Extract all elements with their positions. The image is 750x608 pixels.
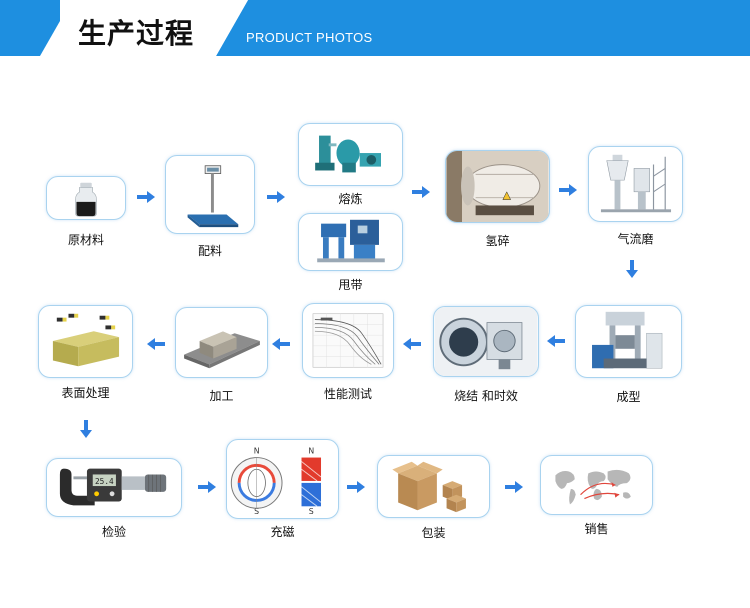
step-packaging-label: 包装 xyxy=(421,526,446,540)
arrow-left-icon xyxy=(272,338,290,350)
step-sales-image xyxy=(540,455,653,515)
jet-mill-icon xyxy=(600,154,672,213)
south-pole-label-left: S xyxy=(254,507,259,516)
step-smelting-image xyxy=(298,123,403,186)
test-curve-chart-icon xyxy=(312,313,384,368)
page-subtitle: PRODUCT PHOTOS xyxy=(246,30,373,45)
micrometer-icon: 25.4 xyxy=(59,468,167,506)
arrow-left-icon xyxy=(547,335,565,347)
step-forming-label: 成型 xyxy=(616,390,641,404)
step-batching-image xyxy=(165,155,255,234)
arrow-down-icon xyxy=(626,260,638,278)
step-sintering-aging-image xyxy=(433,306,539,377)
step-magnetizing-image: N S N S xyxy=(226,439,339,519)
platform-scale-icon xyxy=(187,165,239,228)
strip-casting-machine-icon xyxy=(317,219,385,263)
vacuum-sintering-furnace-icon xyxy=(434,307,538,376)
step-magnetizing-label: 充磁 xyxy=(270,525,295,539)
north-pole-label-left: N xyxy=(254,447,260,456)
arrow-right-icon xyxy=(198,481,216,493)
step-strip-casting-label: 甩带 xyxy=(338,278,363,292)
svg-text:25.4: 25.4 xyxy=(95,477,114,486)
step-inspection-label: 检验 xyxy=(101,525,126,539)
step-jet-milling-label: 气流磨 xyxy=(617,232,654,246)
smelting-furnace-icon xyxy=(315,135,381,173)
step-sales-label: 销售 xyxy=(584,522,609,536)
arrow-left-icon xyxy=(403,338,421,350)
step-surface-treatment-image xyxy=(38,305,133,378)
step-sintering-aging-label: 烧结 和时效 xyxy=(454,389,518,403)
arrow-right-icon xyxy=(347,481,365,493)
hydrogen-furnace-icon xyxy=(446,151,549,222)
step-packaging-image xyxy=(377,455,490,518)
page-title: 生产过程 xyxy=(78,17,195,50)
step-performance-testing-label: 性能测试 xyxy=(323,387,372,401)
arrow-right-icon xyxy=(505,481,523,493)
south-pole-label-right: S xyxy=(309,507,314,516)
step-hydrogen-decrepitation-image xyxy=(445,150,550,223)
page-header: 生产过程 PRODUCT PHOTOS xyxy=(0,0,750,56)
step-jet-milling-image xyxy=(588,146,683,222)
step-raw-material-image xyxy=(46,176,126,220)
arrow-right-icon xyxy=(267,191,285,203)
step-surface-treatment-label: 表面处理 xyxy=(61,386,110,400)
step-machining-image xyxy=(175,307,268,378)
step-inspection-image: 25.4 xyxy=(46,458,182,517)
header-title-panel xyxy=(40,0,248,56)
step-smelting-label: 熔炼 xyxy=(338,192,363,206)
header-banner xyxy=(216,0,750,56)
press-machine-icon xyxy=(592,311,663,369)
north-pole-label-right: N xyxy=(308,447,314,456)
world-map-icon xyxy=(555,469,631,505)
step-machining-label: 加工 xyxy=(209,389,234,403)
arrow-right-icon xyxy=(137,191,155,203)
jar-of-powder-icon xyxy=(75,182,97,217)
magnet-poles-icon: N S N S xyxy=(230,447,322,516)
step-performance-testing-image xyxy=(302,303,394,378)
step-forming-image xyxy=(575,305,682,378)
step-raw-material-label: 原材料 xyxy=(67,233,104,247)
step-batching-label: 配料 xyxy=(197,244,222,258)
arrow-right-icon xyxy=(559,184,577,196)
machined-magnet-icon xyxy=(184,331,260,369)
cardboard-boxes-icon xyxy=(392,461,466,513)
arrow-down-icon xyxy=(80,420,92,438)
step-hydrogen-decrepitation-label: 氢碎 xyxy=(485,234,510,248)
step-strip-casting-image xyxy=(298,213,403,271)
arrow-right-icon xyxy=(412,186,430,198)
arrow-left-icon xyxy=(147,338,165,350)
coated-magnets-icon xyxy=(52,313,120,367)
